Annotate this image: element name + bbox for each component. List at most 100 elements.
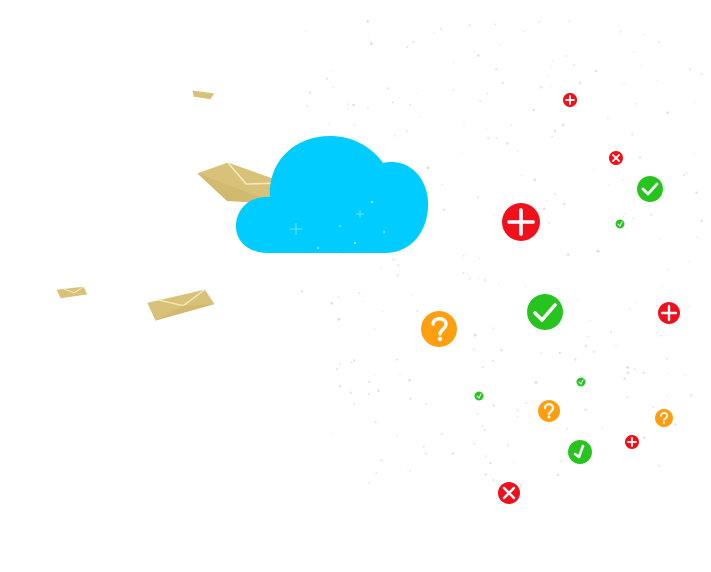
particle-dot bbox=[656, 304, 658, 307]
particle-dot bbox=[619, 30, 622, 33]
particle-dot bbox=[695, 191, 698, 194]
particle-dot bbox=[392, 258, 395, 261]
check-circle-icon bbox=[568, 440, 592, 464]
particle-dot bbox=[425, 403, 428, 405]
particle-dot bbox=[682, 173, 686, 177]
particle-dot bbox=[362, 300, 364, 302]
particle-dot bbox=[367, 393, 370, 396]
particle-dot bbox=[405, 45, 409, 49]
particle-dot bbox=[559, 460, 562, 463]
particle-dot bbox=[550, 86, 552, 88]
particle-dot bbox=[492, 478, 495, 482]
particle-dot bbox=[674, 423, 677, 426]
particle-dot bbox=[561, 123, 565, 127]
particle-dot bbox=[506, 142, 509, 145]
particle-dot bbox=[397, 264, 400, 267]
particle-dot bbox=[395, 434, 398, 437]
particle-dot bbox=[325, 77, 329, 80]
particle-dot bbox=[656, 80, 658, 82]
particle-dot bbox=[409, 103, 412, 107]
particle-dot bbox=[499, 43, 501, 46]
particle-dot bbox=[546, 199, 548, 202]
particle-dot bbox=[476, 196, 480, 199]
check-circle-icon bbox=[576, 377, 586, 387]
particle-dot bbox=[635, 301, 638, 304]
particle-dot bbox=[578, 81, 582, 85]
particle-dot bbox=[554, 193, 557, 196]
particle-dot bbox=[592, 169, 595, 172]
particle-dot bbox=[587, 336, 589, 338]
x-circle-icon bbox=[658, 302, 680, 324]
particle-dot bbox=[472, 348, 475, 351]
particle-dot bbox=[589, 319, 592, 322]
particle-dot bbox=[328, 123, 330, 125]
particle-dot bbox=[642, 371, 645, 375]
particle-dots bbox=[299, 20, 703, 487]
particle-dot bbox=[601, 427, 604, 430]
particle-dot bbox=[633, 368, 636, 371]
particle-dot bbox=[495, 136, 498, 139]
particle-dot bbox=[366, 20, 369, 23]
envelope-icon bbox=[56, 286, 88, 299]
particle-dot bbox=[659, 334, 662, 337]
particle-dot bbox=[473, 50, 475, 53]
particle-dot bbox=[337, 296, 340, 298]
particle-dot bbox=[492, 214, 495, 216]
particle-dot bbox=[626, 371, 630, 374]
particle-dot bbox=[304, 134, 307, 136]
particle-dot bbox=[632, 217, 635, 220]
particle-dot bbox=[520, 174, 523, 177]
particle-dot bbox=[412, 40, 415, 44]
particle-dot bbox=[558, 351, 562, 355]
particle-dot bbox=[352, 402, 356, 405]
particle-dot bbox=[330, 302, 334, 305]
particle-dot bbox=[380, 267, 382, 269]
particle-dot bbox=[397, 97, 399, 99]
particle-dot bbox=[608, 184, 611, 186]
particle-dot bbox=[628, 307, 631, 310]
particle-dot bbox=[353, 359, 356, 362]
particle-dot bbox=[700, 72, 703, 75]
particle-dot bbox=[473, 333, 477, 337]
particle-dot bbox=[370, 42, 373, 45]
particle-dot bbox=[626, 366, 629, 369]
particle-dot bbox=[358, 292, 361, 295]
particle-dot bbox=[462, 254, 465, 257]
particle-dot bbox=[335, 367, 339, 371]
particle-dot bbox=[468, 277, 471, 280]
particle-dot bbox=[687, 261, 690, 263]
particle-dot bbox=[374, 421, 377, 424]
particle-dot bbox=[666, 111, 669, 115]
x-circle-icon bbox=[609, 151, 623, 165]
check-circle-icon bbox=[615, 219, 625, 229]
cloud-icon bbox=[235, 136, 429, 253]
particle-dot bbox=[451, 452, 455, 455]
particle-dot bbox=[650, 213, 653, 216]
particle-dot bbox=[478, 257, 481, 259]
particle-dot bbox=[366, 106, 369, 109]
particle-dot bbox=[534, 381, 538, 384]
particle-dot bbox=[542, 207, 546, 211]
particle-dot bbox=[532, 108, 535, 112]
x-circle-icon bbox=[563, 93, 577, 107]
particle-dot bbox=[338, 363, 341, 365]
particle-dot bbox=[666, 395, 668, 398]
particle-dot bbox=[330, 433, 332, 435]
question-circle-icon bbox=[538, 400, 560, 422]
particle-dot bbox=[607, 117, 609, 119]
particle-dot bbox=[426, 166, 430, 170]
particle-dot bbox=[409, 470, 412, 473]
particle-dot bbox=[621, 179, 624, 182]
particle-dot bbox=[349, 391, 353, 395]
particle-dot bbox=[443, 208, 446, 211]
particle-dot bbox=[473, 442, 476, 445]
particle-dot bbox=[566, 427, 569, 430]
check-circle-icon bbox=[474, 391, 484, 401]
particle-dot bbox=[368, 380, 371, 384]
particle-dot bbox=[546, 75, 549, 77]
particle-dot bbox=[422, 445, 425, 448]
particle-dot bbox=[550, 66, 552, 68]
particle-dot bbox=[417, 92, 419, 95]
particle-dot bbox=[354, 124, 357, 127]
